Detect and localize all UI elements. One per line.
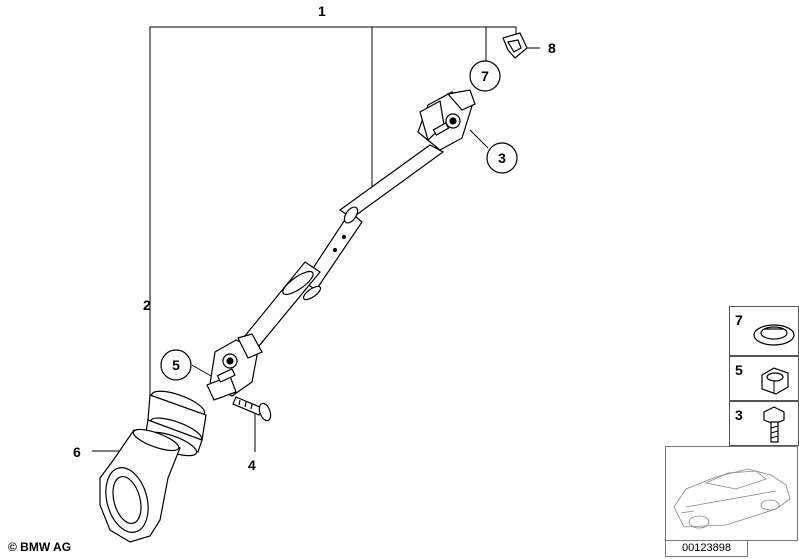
legend-number: 3	[735, 407, 743, 423]
seal-part-6	[99, 428, 181, 543]
svg-text:5: 5	[172, 357, 180, 373]
ring-icon	[753, 324, 795, 346]
lower-universal-joint	[206, 333, 263, 401]
bolt-part-4	[232, 396, 272, 422]
leader-lines	[92, 26, 540, 452]
callout-6: 6	[73, 444, 81, 460]
callout-circle-7: 7	[469, 60, 501, 92]
legend-number: 7	[735, 312, 743, 328]
callout-1: 1	[318, 3, 326, 19]
steering-shaft	[239, 144, 445, 353]
hex-nut-icon	[761, 367, 789, 395]
vehicle-thumbnail	[665, 446, 798, 541]
legend-item-5: 5	[729, 356, 799, 401]
diagram-id-label: 00123898	[665, 541, 748, 557]
callout-circle-3: 3	[486, 142, 518, 174]
bolt-icon	[763, 406, 785, 443]
car-icon	[673, 468, 791, 529]
upper-universal-joint	[417, 89, 476, 151]
callout-8: 8	[548, 40, 556, 56]
callout-2: 2	[143, 297, 151, 313]
svg-text:3: 3	[498, 150, 506, 166]
clip-part-8	[502, 32, 528, 59]
callout-4: 4	[248, 457, 256, 473]
copyright-notice: © BMW AG	[8, 540, 72, 554]
callout-circle-5: 5	[160, 349, 192, 381]
legend-item-7: 7	[729, 306, 799, 356]
legend-item-3: 3	[729, 401, 799, 446]
legend-number: 5	[735, 362, 743, 378]
svg-text:7: 7	[481, 68, 489, 84]
